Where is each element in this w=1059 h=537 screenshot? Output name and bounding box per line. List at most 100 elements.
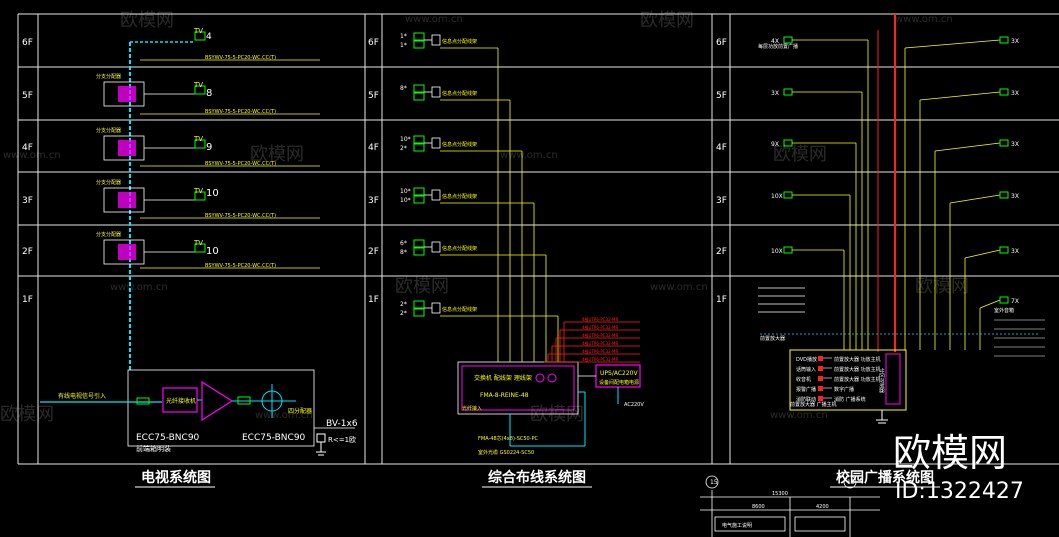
speaker-icon — [999, 246, 1009, 254]
svg-text:TV: TV — [193, 27, 203, 35]
tv-cable-label-5f: BSYWV-75-5-PC20-WC.CC(T) — [205, 109, 276, 115]
tv-ecc-left: ECC75-BNC90 — [136, 433, 200, 443]
cabling-outlet-count-b: 10* — [400, 197, 411, 204]
tv-splitter-note-3f: 分支分配器 — [96, 179, 121, 186]
floor-label-5f-tv: 5F — [22, 91, 33, 101]
watermark-url-7: www.om.cn — [255, 410, 313, 421]
watermark-brand-4: 欧模网 — [773, 144, 827, 165]
broadcast-host-input: 报警广播 — [796, 386, 816, 393]
tv-cable-label-2f: BSYWV-75-5-PC20-WC.CC(T) — [205, 263, 276, 269]
broadcast-top-note: 每层功放前置广播 — [758, 43, 798, 50]
cabling-out-label: 4根UTP6-PC32-MR — [582, 332, 619, 338]
watermark-brand-5: 欧模网 — [395, 276, 449, 297]
speaker-icon — [999, 296, 1009, 304]
floor-label-6f-tv: 6F — [22, 38, 33, 48]
cabling-outlet-label: 信息点分配线架 — [442, 245, 477, 252]
broadcast-left-floor: 4X — [771, 36, 869, 350]
floor-label-4f-tv: 4F — [22, 143, 33, 153]
speaker-icon — [999, 191, 1009, 199]
broadcast-host-input: 收音机 — [796, 376, 811, 383]
tv-floor-2: 分支分配器 TV 10 BSYWV-75-5-PC20-WC.CC(T) — [96, 231, 320, 269]
broadcast-host-input: DVD播放 — [796, 356, 817, 363]
floor-label-3f-bc: 3F — [716, 196, 727, 206]
cabling-floor-5: 6*8*信息点分配线架 — [400, 239, 547, 362]
watermark-brand-1: 欧模网 — [120, 10, 174, 31]
floor-label-2f-bc: 2F — [716, 247, 727, 257]
broadcast-host-input: 消防联动 — [796, 396, 816, 403]
watermark-url-6: www.om.cn — [650, 282, 708, 293]
watermark-id: ID:1322427 — [895, 479, 1024, 504]
svg-text:TV: TV — [193, 135, 203, 143]
outlet-icon — [413, 135, 425, 144]
tv-floor-5: 分支分配器 TV 8 BSYWV-75-5-PC20-WC.CC(T) — [96, 73, 320, 115]
tv-count-2f: 10 — [206, 246, 219, 257]
broadcast-host-row: 数字广播 — [834, 386, 854, 393]
cabling-ups-sub: 设备间配电箱电源 — [599, 379, 639, 386]
cabling-outlet-count-a: 10* — [400, 136, 411, 143]
svg-text:TV: TV — [193, 187, 203, 195]
cabling-outlet-label: 信息点分配线架 — [442, 141, 477, 148]
outlet-icon — [413, 300, 425, 309]
tv-ground-wire: BV-1x6 — [326, 419, 358, 429]
cabling-cable-b: 室外光缆 GS0224-SC50 — [478, 449, 534, 456]
floor-label-6f-bc: 6F — [716, 38, 727, 48]
watermark-url-4: www.om.cn — [500, 150, 558, 161]
broadcast-left-count: 4X — [771, 38, 779, 45]
outlet-icon — [413, 308, 425, 317]
outlet-icon — [413, 195, 425, 204]
watermark-url-1: www.om.cn — [405, 14, 463, 25]
input-marker — [818, 386, 823, 391]
outlet-icon — [413, 143, 425, 152]
tv-ground-r: R<=1欧 — [328, 435, 356, 444]
broadcast-right-floor: 7X — [979, 296, 1019, 350]
cabling-outlet-label: 信息点分配线架 — [442, 90, 477, 97]
speaker-icon — [999, 139, 1009, 147]
broadcast-left-count: 10X — [771, 248, 783, 255]
tv-box-label: 光纤接收机 — [166, 397, 196, 405]
cabling-system: 1*1*信息点分配线架8*信息点分配线架10*2*信息点分配线架10*10*信息… — [400, 32, 644, 488]
cabling-out-label: 4根UTP6-PC32-MR — [582, 324, 619, 330]
broadcast-left-count: 9X — [771, 141, 779, 148]
tv-floor-3: 分支分配器 TV 10 BSYWV-75-5-PC20-WC.CC(T) — [96, 179, 320, 219]
cabling-floor-3: 10*2*信息点分配线架 — [400, 135, 523, 362]
broadcast-mixer-label: 前置放大器 — [760, 335, 785, 342]
floor-label-4f-cab: 4F — [368, 143, 379, 153]
outlet-icon — [413, 32, 425, 41]
tv-ecc-right: ECC75-BNC90 — [242, 433, 306, 443]
floor-label-5f-bc: 5F — [716, 91, 727, 101]
broadcast-left-count: 10X — [771, 193, 783, 200]
tv-incoming-label: 有线电视信号引入 — [58, 392, 106, 400]
input-marker — [818, 366, 823, 371]
cabling-outlet-count-a: 10* — [400, 188, 411, 195]
cabling-out-label: 4根UTP6-PC32-MR — [582, 356, 619, 362]
broadcast-right-floor: 3X — [949, 191, 1019, 350]
footer-dim-b: 4200 — [816, 504, 829, 510]
broadcast-right-floor: 3X — [964, 246, 1019, 350]
floor-label-3f-cab: 3F — [368, 196, 379, 206]
footer-dim-total: 15300 — [772, 491, 788, 497]
broadcast-host-row: 前置放大器 功放主机 — [834, 366, 881, 373]
speaker-icon — [999, 88, 1009, 96]
broadcast-host-input: 话筒输入 — [796, 366, 816, 373]
cabling-outlet-label: 信息点分配线架 — [442, 193, 477, 200]
footer-axis-left: 15 — [710, 479, 718, 486]
cabling-out-label: 4根UTP6-PC32-MR — [582, 340, 619, 346]
broadcast-outdoor: 室外音箱 — [994, 307, 1014, 314]
cabling-outlet-label: 信息点分配线架 — [442, 38, 477, 45]
footer-dim-a: 8600 — [752, 504, 765, 510]
cabling-cable-a: FMA-48芯(4x8)-SC50-PC — [478, 435, 539, 442]
outlet-icon — [413, 40, 425, 49]
cabling-out-label: 4根UTP6-PC32-MR — [582, 316, 619, 322]
floor-labels: 6F 5F 4F 3F 2F 1F 6F 5F 4F 3F 2F 1F 6F 5… — [22, 38, 727, 305]
watermark-big-brand: 欧模网 — [893, 431, 1007, 475]
tv-splitter-note-4f: 分支分配器 — [96, 127, 121, 134]
tv-count-3f: 10 — [206, 188, 219, 199]
amplifier-triangle — [201, 380, 234, 422]
tv-ecc-left-sub: 前端箱明装 — [136, 444, 171, 453]
cabling-outlet-label: 信息点分配线架 — [442, 306, 477, 313]
speaker-icon — [999, 36, 1009, 44]
cabling-fiber-in: 光纤接入 — [462, 405, 482, 412]
floor-label-5f-cab: 5F — [368, 91, 379, 101]
cabling-outlet-count-a: 6* — [400, 240, 407, 247]
